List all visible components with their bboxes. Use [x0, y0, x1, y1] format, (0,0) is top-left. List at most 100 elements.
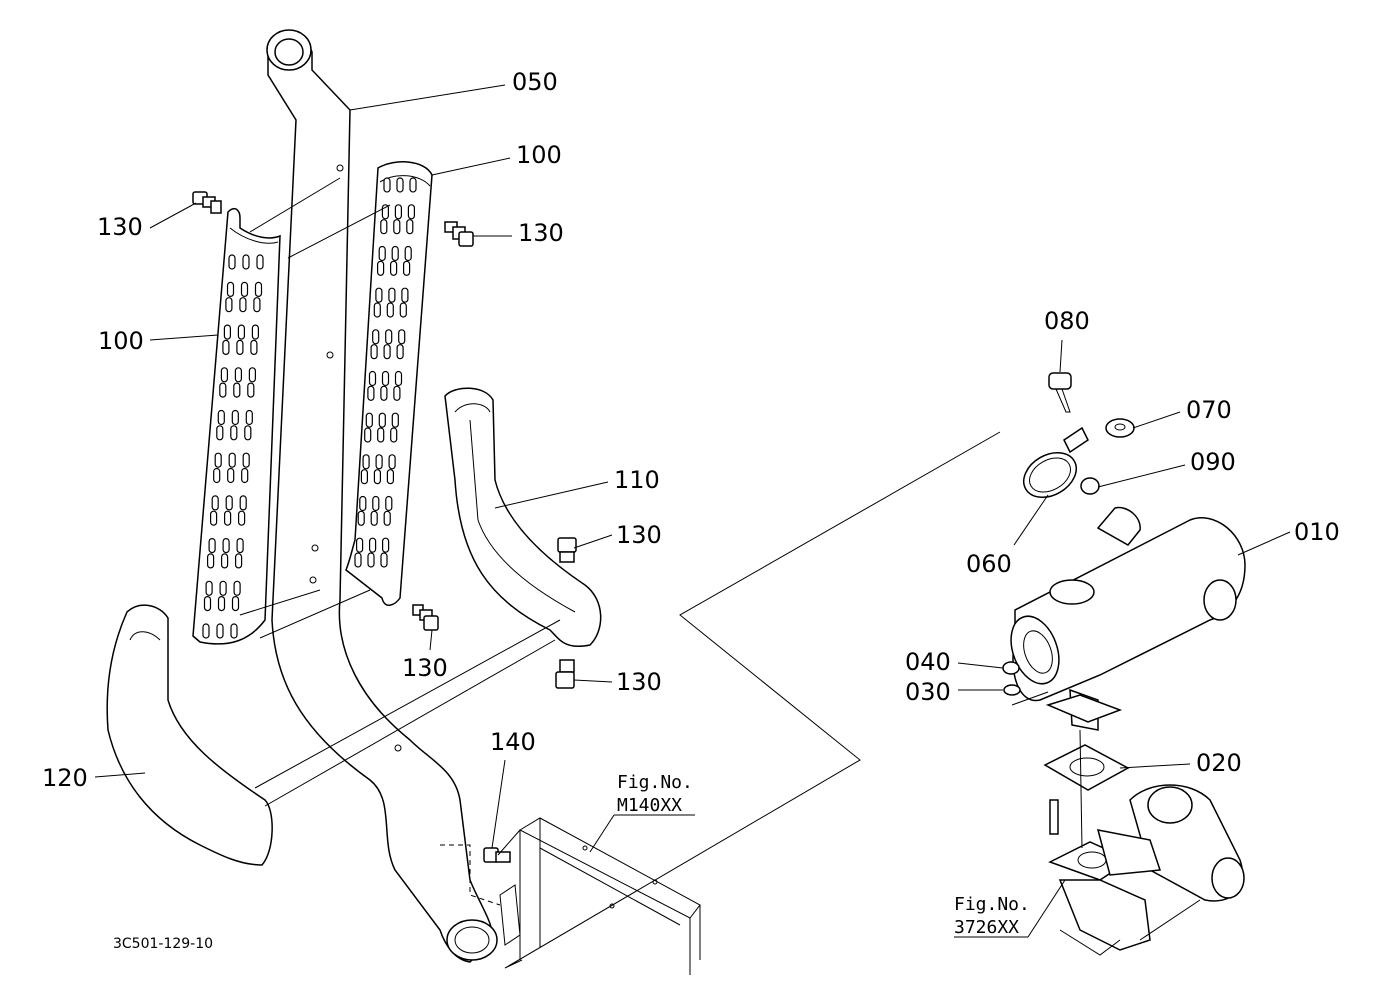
- perforation-slot: [403, 260, 411, 276]
- perforation-slot: [223, 324, 231, 340]
- label-130-right-top: 130: [518, 219, 564, 247]
- perforation-slot: [372, 329, 380, 345]
- perforation-slot: [216, 623, 224, 639]
- perforation-slot: [251, 324, 259, 340]
- perforation-slot: [225, 297, 233, 313]
- perforation-slot: [378, 245, 386, 262]
- perforation-slot: [231, 409, 239, 426]
- perforation-slot: [239, 495, 247, 511]
- perforation-slot: [398, 329, 406, 345]
- perforation-slot: [359, 495, 367, 512]
- perforation-slot: [253, 297, 261, 313]
- label-010: 010: [1294, 518, 1340, 546]
- perforation-slot: [386, 469, 394, 485]
- perforation-slot: [380, 385, 388, 401]
- fig-ref-code-2: 3726XX: [954, 917, 1019, 938]
- perforation-slot: [213, 467, 221, 484]
- bolt-140: [483, 847, 511, 863]
- perforation-slot: [240, 281, 249, 297]
- perforation-slot: [244, 425, 252, 441]
- perforation-slot: [217, 409, 225, 426]
- perforation-slot: [407, 204, 415, 220]
- label-100-right: 100: [516, 141, 562, 169]
- perforation-slot: [396, 177, 404, 193]
- label-130-mid: 130: [402, 654, 448, 682]
- perforation-slot: [393, 385, 401, 401]
- perforation-slot: [404, 245, 412, 262]
- perforation-slot: [211, 495, 219, 511]
- perforation-slot: [233, 580, 241, 596]
- perforation-slot: [247, 382, 255, 398]
- perforation-slot: [385, 329, 393, 345]
- perforation-slot: [224, 510, 232, 526]
- assembly-lines: [94, 84, 1291, 969]
- perforation-slot: [373, 469, 381, 485]
- perforation-slot: [226, 281, 235, 297]
- perforation-slot: [375, 287, 383, 303]
- exhaust-pipe-050: [266, 29, 498, 963]
- perforation-slot: [238, 510, 246, 526]
- frame-bracket: [499, 817, 701, 975]
- nut-090: [1080, 477, 1100, 495]
- perforation-slot: [227, 467, 235, 484]
- perforation-slot: [406, 219, 414, 235]
- perforation-slot: [399, 302, 407, 318]
- perforation-slot: [248, 367, 256, 383]
- perforation-slot: [228, 452, 236, 468]
- perforation-slot: [208, 537, 216, 554]
- perforation-slot: [356, 537, 364, 553]
- perforation-slot: [220, 367, 228, 383]
- perforation-slot: [394, 204, 402, 220]
- elbow-shield-110: [444, 387, 602, 647]
- perforation-slot: [377, 260, 385, 276]
- perforation-slot: [381, 370, 390, 387]
- perforation-slot: [210, 510, 218, 526]
- label-140: 140: [490, 728, 536, 756]
- perforation-slot: [230, 623, 238, 639]
- perforation-slot: [368, 370, 377, 387]
- bottom-shield-120: [106, 604, 273, 866]
- perforation-slot: [388, 287, 396, 303]
- perforation-slot: [245, 409, 253, 426]
- perforation-slot: [390, 427, 398, 443]
- perforation-slot: [390, 260, 398, 276]
- perforation-slot: [230, 425, 238, 441]
- perforation-slot: [233, 382, 241, 398]
- perforation-slot: [236, 537, 244, 554]
- perforation-slot: [222, 537, 230, 554]
- perforation-slot: [203, 595, 212, 612]
- perforation-slot: [401, 287, 409, 303]
- perforation-slot: [385, 495, 393, 512]
- perforation-slot: [382, 537, 390, 553]
- label-070: 070: [1186, 396, 1232, 424]
- label-110: 110: [614, 466, 660, 494]
- label-050: 050: [512, 68, 558, 96]
- perforation-slot: [241, 467, 249, 484]
- perforation-slot: [396, 344, 404, 360]
- perforation-slot: [362, 454, 370, 470]
- perforation-slot: [250, 339, 258, 355]
- stud-bolt: [1049, 799, 1059, 835]
- perforation-slot: [236, 339, 244, 355]
- perforation-slot: [205, 580, 213, 596]
- perforation-slot: [256, 254, 264, 270]
- fig-ref-title-1: Fig.No.: [617, 772, 693, 793]
- label-030: 030: [905, 678, 951, 706]
- label-080: 080: [1044, 307, 1090, 335]
- bolt-130-elbow-top: [557, 537, 577, 563]
- bolt-130-mid: [412, 604, 439, 631]
- perforation-slot: [228, 254, 236, 270]
- perforation-slot: [386, 302, 394, 318]
- perforation-slot: [380, 219, 388, 235]
- perforation-slot: [219, 580, 227, 596]
- perforation-slot: [370, 510, 378, 526]
- perforation-slot: [377, 427, 385, 443]
- perforation-slot: [237, 324, 245, 340]
- perforation-slot: [393, 219, 401, 235]
- perforation-slot: [214, 452, 222, 468]
- perforation-slot: [394, 370, 403, 387]
- perforation-slot: [222, 339, 230, 355]
- perforation-slot: [365, 412, 373, 428]
- perforation-slot: [219, 382, 227, 398]
- perforation-slot: [383, 510, 391, 526]
